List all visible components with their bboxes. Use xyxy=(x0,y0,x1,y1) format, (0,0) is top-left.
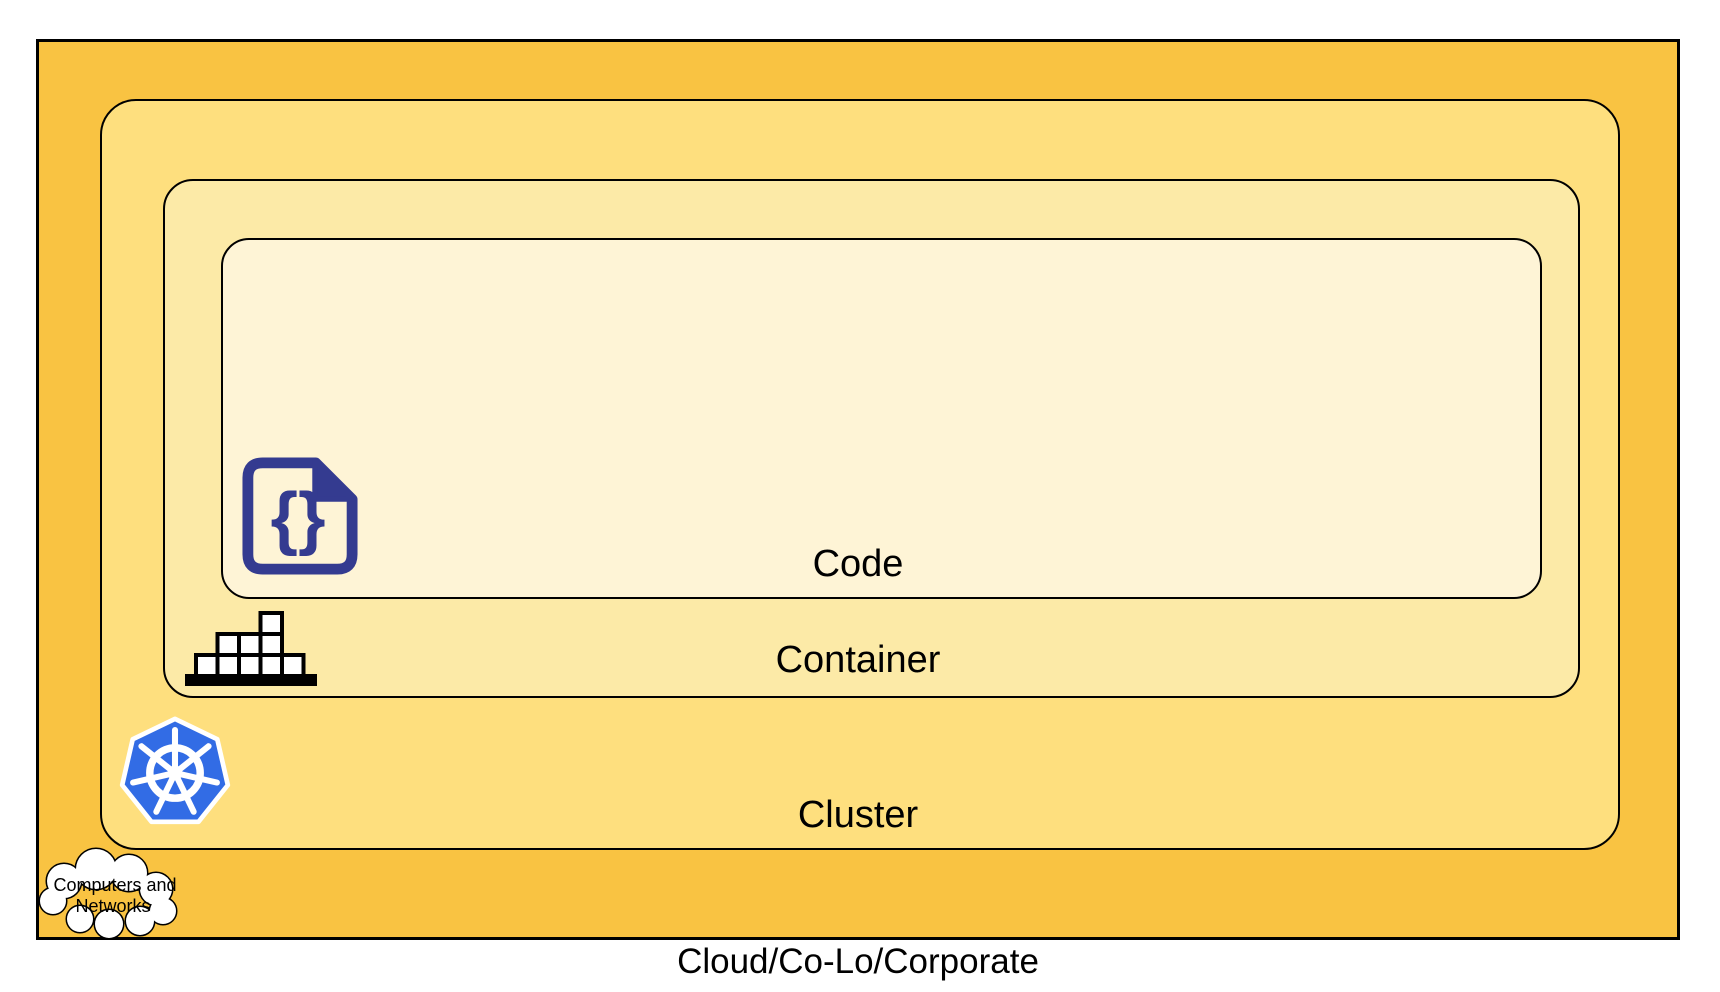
code-file-outline xyxy=(242,457,358,575)
layer-cluster xyxy=(100,99,1620,850)
container-boxes xyxy=(194,611,306,678)
kubernetes-wheel-rim xyxy=(146,744,204,802)
kubernetes-wheel-hub xyxy=(167,765,183,781)
code-file-icon: {} xyxy=(242,457,358,575)
container-label: Container xyxy=(775,639,941,681)
layer-container xyxy=(163,179,1580,698)
layer-code xyxy=(221,238,1542,599)
cluster-label: Cluster xyxy=(797,794,919,836)
datacenter-label-line1: Cloud/Co-Lo/Corporate xyxy=(677,942,1039,981)
layer-datacenter xyxy=(36,39,1680,940)
container-base-bar xyxy=(185,674,317,686)
cloud-callout-line1: Computers and xyxy=(53,875,176,895)
code-label: Code xyxy=(812,543,904,585)
code-braces-glyph: {} xyxy=(270,479,325,558)
cloud-callout-line2: Networks xyxy=(75,896,150,916)
kubernetes-icon xyxy=(119,716,231,825)
cloud-icon: Computers and Networks xyxy=(38,847,178,940)
cloud-fill xyxy=(40,849,176,938)
datacenter-label: Cloud/Co-Lo/Corporate Datacenter xyxy=(36,864,1680,992)
container-stack-icon xyxy=(185,611,317,686)
code-file-fold xyxy=(312,458,356,502)
